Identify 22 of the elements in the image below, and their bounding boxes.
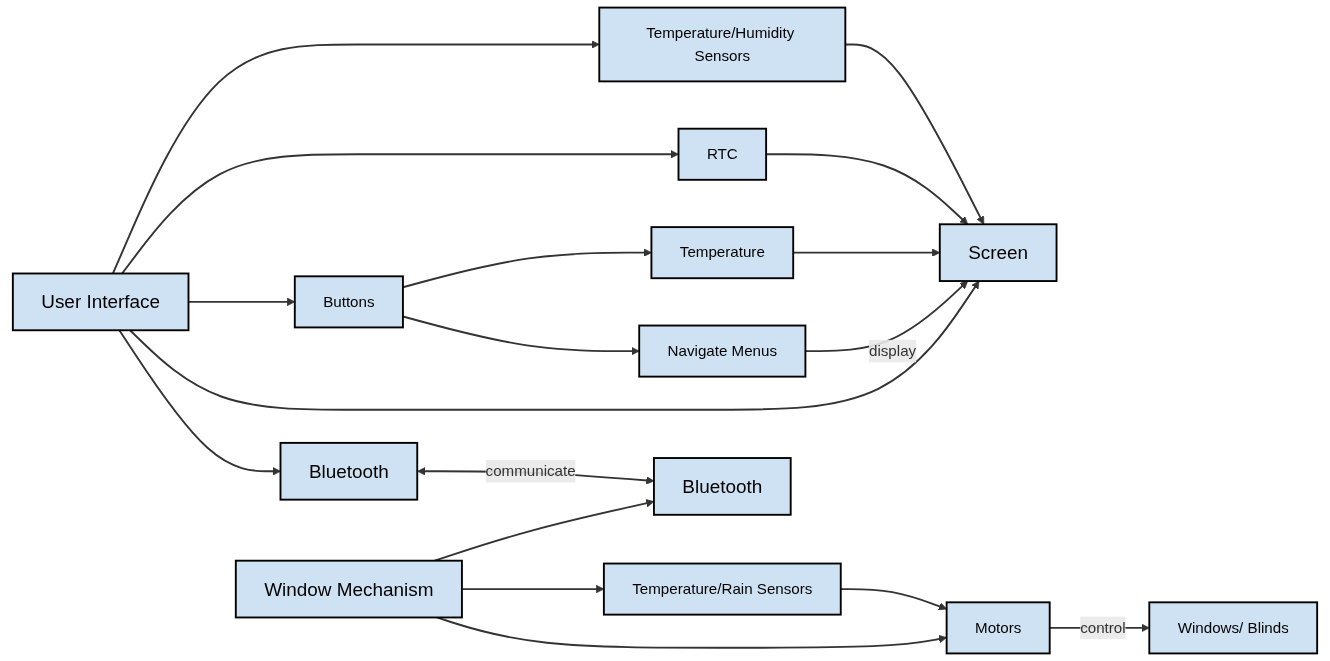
- arrow: [118, 329, 281, 476]
- node-box: Navigate Menus: [638, 324, 807, 378]
- node-box: Temperature/Humidity Sensors: [598, 6, 847, 83]
- edge-label: communicate: [485, 462, 576, 479]
- edge-label: display: [868, 342, 917, 359]
- node-box: RTC: [677, 127, 768, 181]
- node-box: Windows/ Blinds: [1148, 601, 1319, 655]
- node-box: Temperature/Rain Sensors: [602, 562, 842, 616]
- node-box: Screen: [938, 223, 1058, 282]
- node-box: Buttons: [293, 275, 404, 329]
- node-box: Window Mechanism: [234, 559, 463, 619]
- node-box: Bluetooth: [653, 457, 792, 516]
- node-box: Bluetooth: [279, 441, 419, 501]
- node-box: Motors: [945, 601, 1051, 655]
- arrow: [402, 315, 640, 356]
- arrow: [129, 280, 980, 411]
- edge-label: control: [1080, 619, 1126, 636]
- arrow: [112, 40, 600, 275]
- arrow: [402, 248, 652, 289]
- node-box: Temperature: [650, 226, 795, 280]
- node-box: User Interface: [11, 272, 190, 332]
- arrow: [121, 150, 679, 275]
